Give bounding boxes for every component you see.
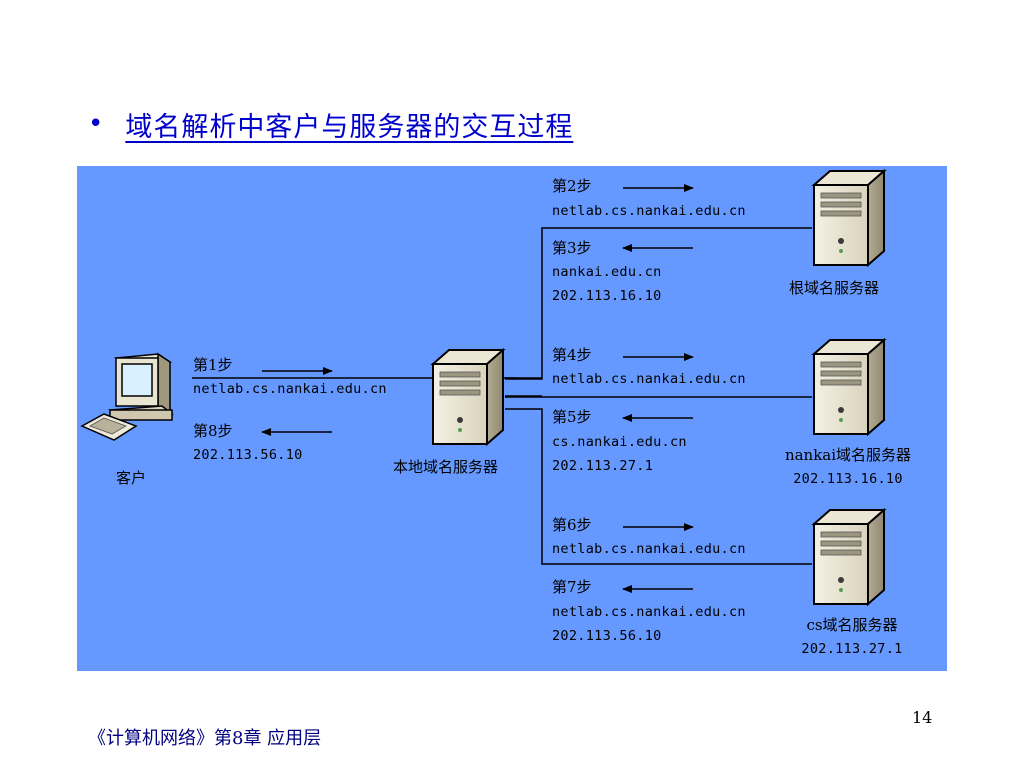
step-1-arrow [262, 367, 333, 375]
step-5-text-domain: cs.nankai.edu.cn [552, 434, 687, 450]
step-7-label: 第7步 [552, 578, 592, 596]
step-1-text: netlab.cs.nankai.edu.cn [193, 381, 387, 397]
step-3-text-ip: 202.113.16.10 [552, 288, 662, 304]
page-number: 14 [912, 708, 933, 727]
step-6-label: 第6步 [552, 516, 592, 534]
server-tower-icon [810, 169, 888, 267]
cs-dns-label: cs域名服务器 [806, 616, 898, 634]
bullet-point: • [88, 109, 104, 139]
nankai-dns-label: nankai域名服务器 [784, 446, 912, 464]
step-4-arrow [623, 353, 694, 361]
dns-diagram: 客户 本地域名服务器 根域名服务器 nankai域名服务器 202.113.16… [77, 166, 947, 671]
step-2-label: 第2步 [552, 177, 592, 195]
step-4-label: 第4步 [552, 346, 592, 364]
step-8-arrow [261, 428, 332, 436]
step-7-text-domain: netlab.cs.nankai.edu.cn [552, 604, 746, 620]
slide-title-row: • 域名解析中客户与服务器的交互过程 [88, 104, 573, 144]
root-dns-label: 根域名服务器 [789, 279, 880, 297]
cs-dns-ip: 202.113.27.1 [801, 641, 903, 657]
connection-lines [192, 227, 812, 565]
step-3-label: 第3步 [552, 239, 592, 257]
step-2-text: netlab.cs.nankai.edu.cn [552, 203, 746, 219]
step-6-arrow [623, 523, 694, 531]
slide-title: 域名解析中客户与服务器的交互过程 [125, 111, 574, 143]
step-5-text-ip: 202.113.27.1 [552, 458, 654, 474]
server-tower-icon [429, 348, 507, 446]
step-7-arrow [622, 585, 693, 593]
step-6-text: netlab.cs.nankai.edu.cn [552, 541, 746, 557]
step-7-text-ip: 202.113.56.10 [552, 628, 662, 644]
step-8-label: 第8步 [193, 422, 233, 440]
slide-footer: 《计算机网络》第8章 应用层 [88, 728, 322, 749]
step-1-label: 第1步 [193, 356, 233, 374]
server-tower-icon [810, 338, 888, 436]
client-label: 客户 [115, 469, 146, 487]
desktop-computer-icon [80, 352, 174, 441]
local-dns-label: 本地域名服务器 [393, 458, 499, 476]
step-8-text: 202.113.56.10 [193, 447, 303, 463]
step-4-text: netlab.cs.nankai.edu.cn [552, 371, 746, 387]
step-3-text-domain: nankai.edu.cn [552, 264, 662, 280]
nankai-dns-ip: 202.113.16.10 [793, 471, 903, 487]
server-tower-icon [810, 508, 888, 606]
step-5-label: 第5步 [552, 408, 592, 426]
step-3-arrow [622, 244, 693, 252]
step-5-arrow [622, 414, 693, 422]
step-2-arrow [623, 184, 694, 192]
